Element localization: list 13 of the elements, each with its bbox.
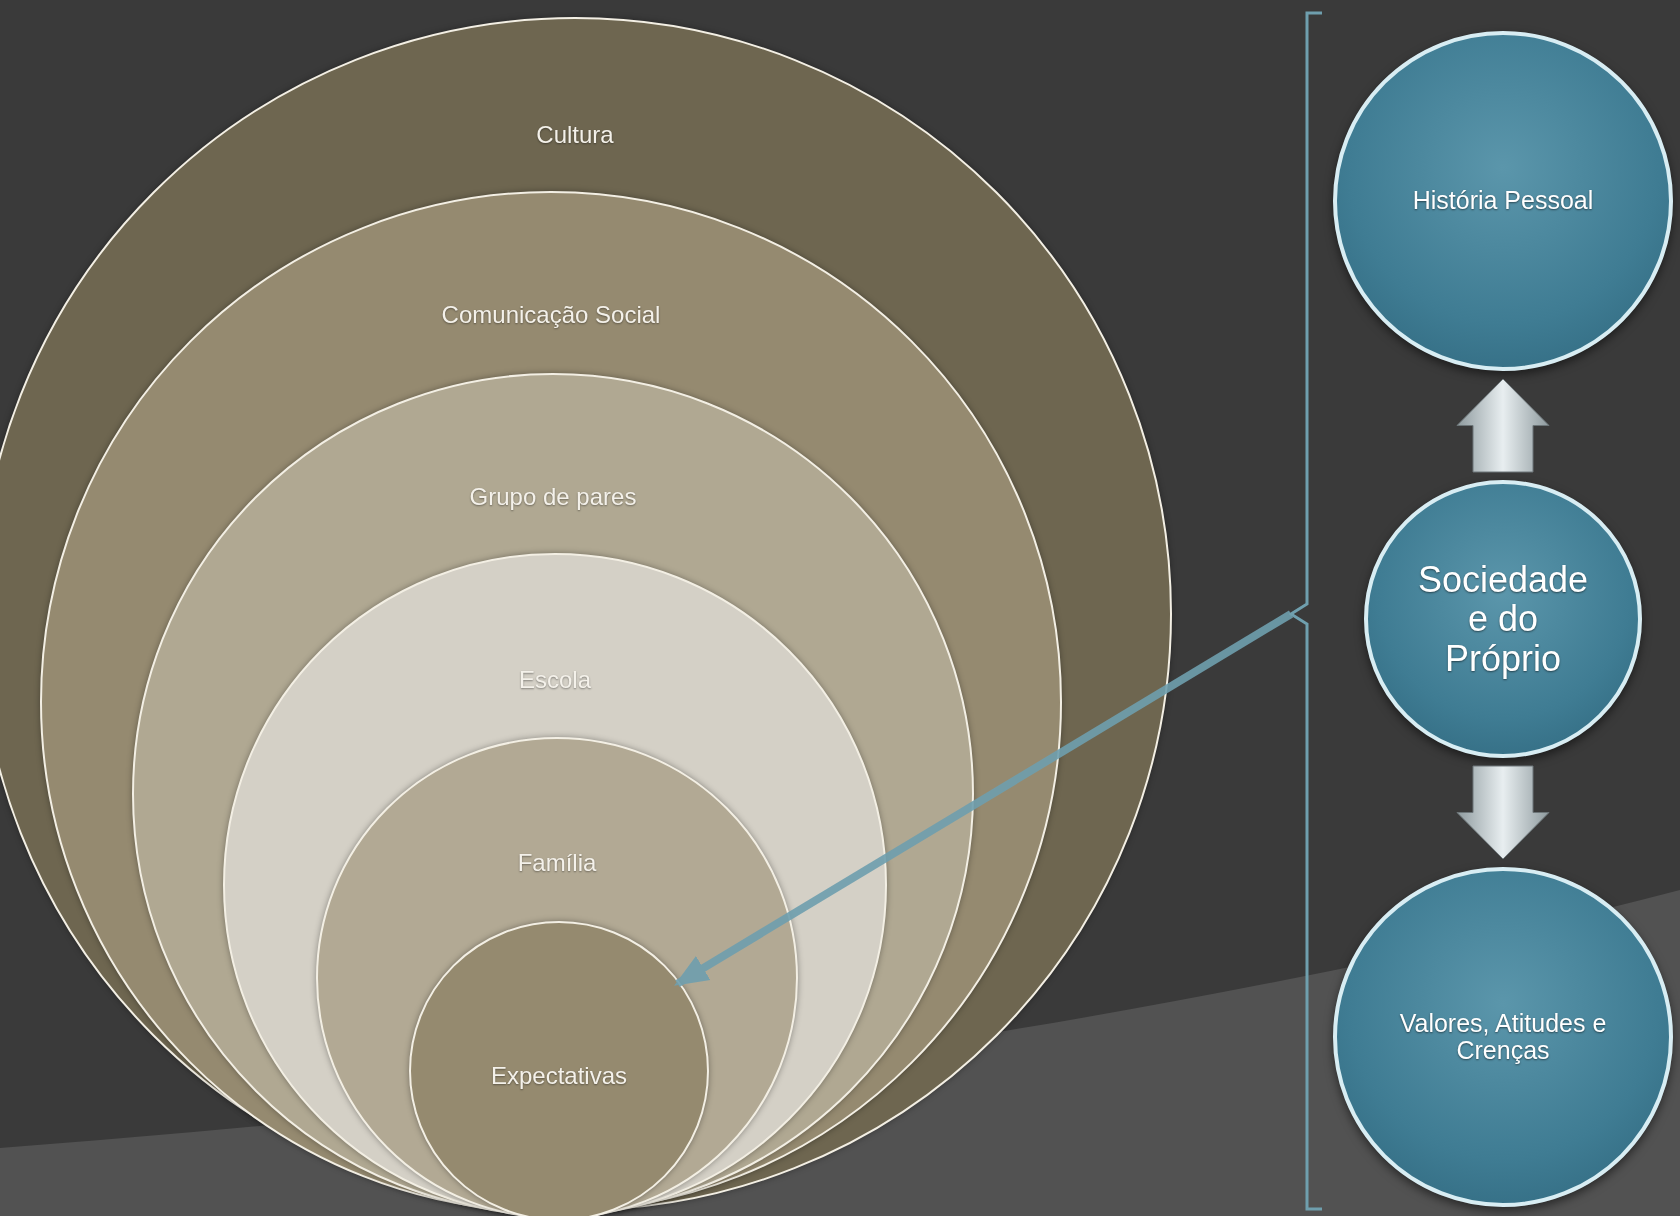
bubble-label: Sociedade e do Próprio <box>1416 559 1590 679</box>
bubble-label: Valores, Atitudes e Crenças <box>1398 1009 1608 1065</box>
circle-label: Comunicação Social <box>441 300 661 329</box>
block-arrow <box>1456 765 1550 860</box>
circle-label: Cultura <box>536 120 614 149</box>
circle-label: Grupo de pares <box>469 482 637 511</box>
arrow <box>674 610 1294 988</box>
bracket <box>1289 11 1325 1211</box>
bubble-label: História Pessoal <box>1412 187 1594 215</box>
block-arrow <box>1456 378 1550 473</box>
circle-label: Escola <box>518 665 591 694</box>
circle-label: Família <box>517 848 597 877</box>
circle-label: Expectativas <box>490 1061 628 1090</box>
